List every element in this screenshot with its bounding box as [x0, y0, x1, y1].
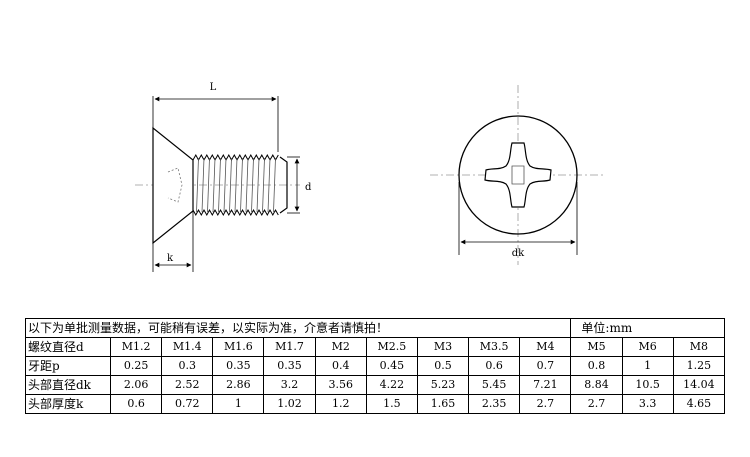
- head-diameter-row-label: 头部直径dk: [25, 375, 111, 395]
- value-cell: 2.06: [109, 375, 163, 395]
- screw-drawing: L d k dk: [135, 82, 605, 272]
- value-cell: 0.35: [212, 356, 265, 376]
- value-cell: 0.5: [416, 356, 470, 376]
- size-cell: M3: [416, 337, 470, 357]
- value-cell: 1: [212, 394, 265, 414]
- side-view: L d k: [135, 82, 312, 272]
- head-height-label: k: [167, 253, 174, 264]
- value-cell: 0.7: [519, 356, 572, 376]
- size-cell: M2.5: [365, 337, 418, 357]
- unit-label: 单位:mm: [570, 318, 725, 338]
- size-cell: M1.6: [212, 337, 265, 357]
- value-cell: 1.25: [672, 356, 726, 376]
- spec-table: 以下为单批测量数据，可能稍有误差，以实际为准，介意者请慎拍！ 单位:mm 螺纹直…: [24, 318, 726, 414]
- value-cell: 0.6: [468, 356, 521, 376]
- value-cell: 3.2: [263, 375, 316, 395]
- size-cell: M2: [314, 337, 367, 357]
- size-cell: M6: [621, 337, 674, 357]
- size-cell: M1.2: [109, 337, 163, 357]
- head-diameter-label: dk: [512, 248, 525, 259]
- value-cell: 10.5: [621, 375, 674, 395]
- value-cell: 0.72: [161, 394, 214, 414]
- value-cell: 1.5: [365, 394, 418, 414]
- size-cell: M8: [672, 337, 726, 357]
- value-cell: 3.56: [314, 375, 367, 395]
- pitch-row-label: 牙距p: [25, 356, 111, 376]
- value-cell: 2.7: [519, 394, 572, 414]
- size-cell: M1.7: [263, 337, 316, 357]
- size-cell: M3.5: [468, 337, 521, 357]
- value-cell: 0.8: [570, 356, 623, 376]
- value-cell: 2.52: [161, 375, 214, 395]
- value-cell: 1: [621, 356, 674, 376]
- note-row: 以下为单批测量数据，可能稍有误差，以实际为准，介意者请慎拍！ 单位:mm: [24, 318, 725, 338]
- value-cell: 7.21: [519, 375, 572, 395]
- length-label: L: [210, 82, 217, 93]
- value-cell: 0.25: [109, 356, 163, 376]
- value-cell: 0.6: [109, 394, 163, 414]
- value-cell: 1.02: [263, 394, 316, 414]
- size-cell: M5: [570, 337, 623, 357]
- value-cell: 1.65: [416, 394, 470, 414]
- value-cell: 0.45: [365, 356, 418, 376]
- value-cell: 4.65: [672, 394, 726, 414]
- value-cell: 14.04: [672, 375, 726, 395]
- size-cell: M4: [519, 337, 572, 357]
- value-cell: 0.3: [161, 356, 214, 376]
- top-view: dk: [430, 85, 605, 265]
- value-cell: 1.2: [314, 394, 367, 414]
- diameter-label: d: [305, 182, 312, 193]
- value-cell: 4.22: [365, 375, 418, 395]
- value-cell: 5.23: [416, 375, 470, 395]
- value-cell: 5.45: [468, 375, 521, 395]
- value-cell: 2.7: [570, 394, 623, 414]
- value-cell: 2.86: [212, 375, 265, 395]
- size-row-label: 螺纹直径d: [25, 337, 111, 357]
- value-cell: 3.3: [621, 394, 674, 414]
- value-cell: 2.35: [468, 394, 521, 414]
- value-cell: 0.4: [314, 356, 367, 376]
- head-thickness-row-label: 头部厚度k: [25, 394, 111, 414]
- value-cell: 0.35: [263, 356, 316, 376]
- size-cell: M1.4: [161, 337, 214, 357]
- measurement-note: 以下为单批测量数据，可能稍有误差，以实际为准，介意者请慎拍！: [24, 318, 572, 338]
- value-cell: 8.84: [570, 375, 623, 395]
